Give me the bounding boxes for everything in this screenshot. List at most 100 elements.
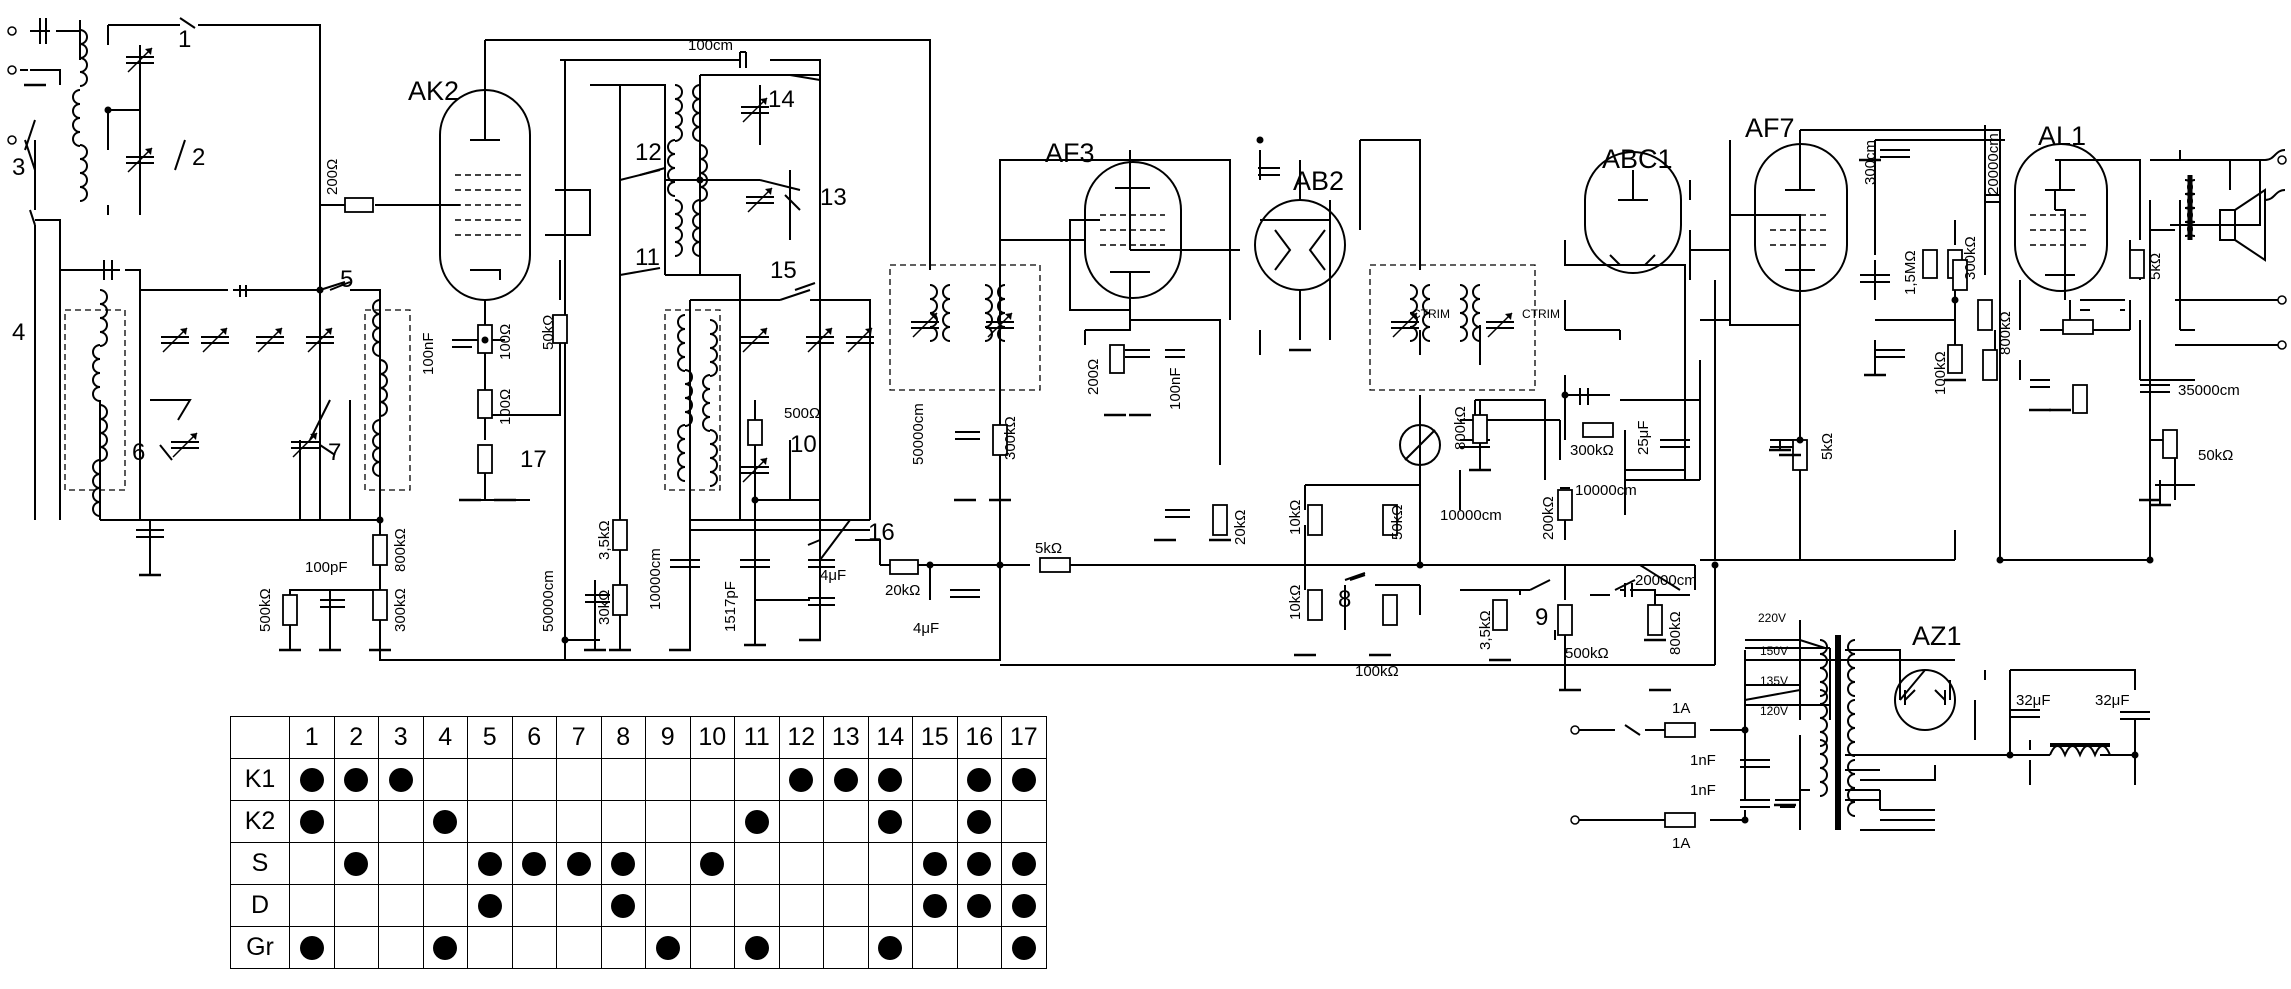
value-label: 50000cm bbox=[910, 403, 927, 465]
value-label: 200kΩ bbox=[1540, 496, 1557, 540]
table-cell bbox=[689, 758, 735, 801]
table-cell bbox=[422, 842, 468, 885]
tube-label-abc1: ABC1 bbox=[1602, 144, 1673, 174]
contact-closed-dot bbox=[967, 894, 992, 919]
switch-label-2: 2 bbox=[192, 144, 205, 171]
contact-closed-dot bbox=[922, 894, 947, 919]
table-corner-cell bbox=[230, 716, 290, 759]
table-cell bbox=[511, 884, 557, 927]
table-cell bbox=[956, 800, 1002, 843]
table-cell bbox=[422, 800, 468, 843]
table-cell bbox=[333, 758, 379, 801]
value-label: 30kΩ bbox=[596, 590, 613, 625]
table-cell bbox=[734, 842, 780, 885]
contact-closed-dot bbox=[433, 810, 458, 835]
tube-envelopes bbox=[439, 89, 2108, 731]
table-column-header: 10 bbox=[689, 716, 735, 759]
contact-closed-dot bbox=[477, 894, 502, 919]
tube-label-ak2: AK2 bbox=[408, 76, 459, 106]
value-label: 5kΩ bbox=[1819, 433, 1836, 460]
value-label: 300kΩ bbox=[1570, 442, 1614, 459]
table-cell bbox=[511, 758, 557, 801]
value-label: 100Ω bbox=[497, 389, 514, 425]
contact-closed-dot bbox=[299, 768, 324, 793]
table-cell bbox=[734, 800, 780, 843]
table-cell bbox=[1001, 884, 1047, 927]
value-label: 32μF bbox=[2095, 692, 2130, 709]
table-cell bbox=[600, 758, 646, 801]
value-label: 3,5kΩ bbox=[596, 520, 613, 560]
table-cell bbox=[467, 800, 513, 843]
table-row: Gr bbox=[230, 926, 1047, 969]
contact-closed-dot bbox=[344, 768, 369, 793]
table-cell bbox=[823, 758, 869, 801]
switch-label-16: 16 bbox=[868, 519, 895, 546]
circuit-wires bbox=[20, 17, 2280, 831]
table-cell bbox=[556, 758, 602, 801]
table-cell bbox=[645, 884, 691, 927]
contact-closed-dot bbox=[700, 852, 725, 877]
speaker-icon bbox=[2219, 149, 2286, 262]
table-cell bbox=[867, 758, 913, 801]
value-label: CTRIM bbox=[1522, 307, 1560, 321]
tube-label-al1: AL1 bbox=[2038, 121, 2086, 151]
value-label: 500kΩ bbox=[257, 588, 274, 632]
table-cell bbox=[511, 800, 557, 843]
table-cell bbox=[378, 842, 424, 885]
table-column-header: 5 bbox=[467, 716, 513, 759]
value-label: 300kΩ bbox=[1002, 416, 1019, 460]
table-cell bbox=[556, 800, 602, 843]
value-label: 800kΩ bbox=[392, 528, 409, 572]
switch-label-9: 9 bbox=[1535, 604, 1548, 631]
table-cell bbox=[912, 842, 958, 885]
table-cell bbox=[867, 926, 913, 969]
value-label: 10kΩ bbox=[1287, 500, 1304, 535]
transformer-core bbox=[1835, 175, 2193, 830]
table-cell bbox=[778, 842, 824, 885]
tuning-meter bbox=[1399, 424, 1441, 466]
tube-labels: AK2 AF3 AB2 ABC1 AF7 AL1 AZ1 bbox=[408, 76, 2086, 651]
value-label: 300kΩ bbox=[1962, 236, 1979, 280]
table-cell bbox=[600, 884, 646, 927]
value-label: 5kΩ bbox=[2147, 253, 2164, 280]
value-label: 300kΩ bbox=[392, 588, 409, 632]
switch-label-6: 6 bbox=[132, 439, 145, 466]
value-label: 100kΩ bbox=[1355, 663, 1399, 680]
table-cell bbox=[422, 758, 468, 801]
table-cell bbox=[467, 884, 513, 927]
value-label: 1A bbox=[1672, 700, 1690, 717]
value-label: 50kΩ bbox=[2198, 447, 2233, 464]
value-label: 500Ω bbox=[784, 405, 820, 422]
table-cell bbox=[956, 884, 1002, 927]
contact-closed-dot bbox=[344, 852, 369, 877]
table-cell bbox=[378, 926, 424, 969]
value-label: 120V bbox=[1760, 704, 1788, 718]
value-label: 35000cm bbox=[2178, 382, 2240, 399]
table-row: K2 bbox=[230, 800, 1047, 843]
table-cell bbox=[778, 758, 824, 801]
table-cell bbox=[956, 842, 1002, 885]
table-column-header: 14 bbox=[867, 716, 913, 759]
contact-closed-dot bbox=[566, 852, 591, 877]
table-column-header: 6 bbox=[511, 716, 557, 759]
contact-closed-dot bbox=[522, 852, 547, 877]
table-column-header: 4 bbox=[422, 716, 468, 759]
table-cell bbox=[511, 926, 557, 969]
value-label: 100nF bbox=[420, 332, 437, 375]
value-label: 200Ω bbox=[324, 159, 341, 195]
value-label: 1,5MΩ bbox=[1902, 250, 1919, 295]
value-label: 300cm bbox=[1862, 140, 1879, 185]
tube-label-az1: AZ1 bbox=[1912, 621, 1962, 651]
switch-label-12: 12 bbox=[635, 139, 662, 166]
contact-closed-dot bbox=[388, 768, 413, 793]
value-label: 135V bbox=[1760, 674, 1788, 688]
table-column-header: 9 bbox=[645, 716, 691, 759]
table-column-header: 8 bbox=[600, 716, 646, 759]
table-column-header: 1 bbox=[289, 716, 335, 759]
table-column-header: 12 bbox=[778, 716, 824, 759]
table-cell bbox=[556, 842, 602, 885]
value-label: 200Ω bbox=[1085, 359, 1102, 395]
switch-label-17: 17 bbox=[520, 446, 547, 473]
contact-closed-dot bbox=[299, 936, 324, 961]
